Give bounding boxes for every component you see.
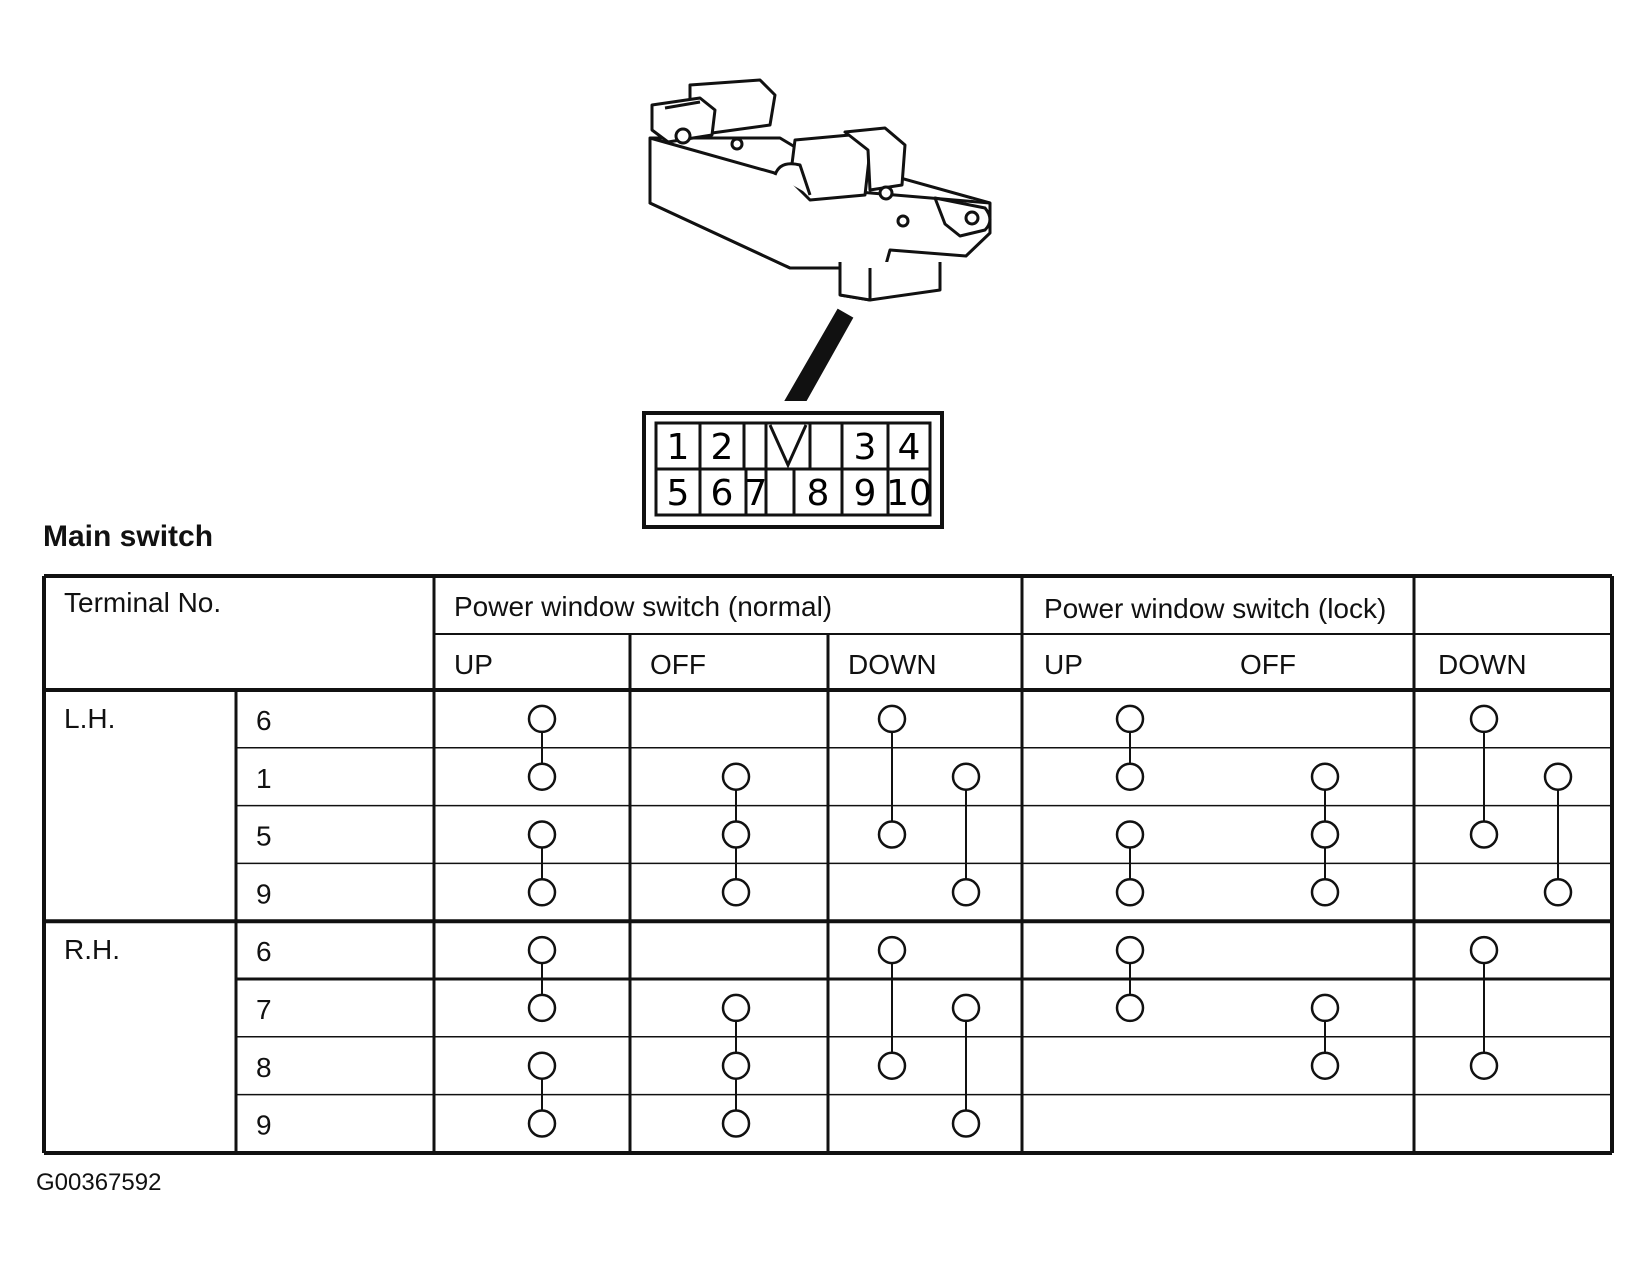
continuity-circle: [721, 993, 751, 1023]
terminal-number: 9: [256, 878, 272, 909]
terminal-number: 6: [256, 936, 272, 967]
terminal-number: 7: [256, 994, 272, 1025]
pointer-arrow: [784, 308, 854, 401]
continuity-circle: [1310, 820, 1340, 849]
section-title: Main switch: [43, 520, 214, 553]
position-header: OFF: [1240, 649, 1296, 680]
continuity-circle: [1115, 820, 1145, 849]
side-label: L.H.: [64, 703, 115, 734]
position-header: OFF: [650, 649, 706, 680]
continuity-circle: [1310, 762, 1340, 791]
continuity-circle: [877, 704, 907, 734]
pin-3: 3: [854, 427, 877, 468]
terminal-number: 1: [256, 763, 272, 794]
pin-5: 5: [667, 473, 690, 514]
pin-2: 2: [711, 427, 734, 468]
position-header: DOWN: [848, 649, 937, 680]
continuity-circle: [1115, 993, 1145, 1023]
pin-9: 9: [854, 473, 877, 514]
continuity-circle: [1115, 762, 1145, 791]
continuity-circle: [1310, 1051, 1340, 1080]
continuity-circle: [527, 1051, 557, 1080]
terminal-no-header: Terminal No.: [64, 587, 221, 618]
pin-1: 1: [667, 427, 690, 468]
continuity-circle: [951, 878, 981, 907]
continuity-circle: [721, 1051, 751, 1080]
table-labels: Terminal No. Power window switch (normal)…: [64, 587, 1527, 1141]
continuity-circle: [951, 762, 981, 791]
pin-8: 8: [807, 473, 830, 514]
pin-10: 10: [886, 473, 932, 514]
terminal-number: 9: [256, 1110, 272, 1141]
continuity-circle: [1115, 935, 1145, 965]
continuity-circle: [527, 993, 557, 1023]
continuity-circle: [1469, 820, 1499, 849]
table-grid: [42, 574, 1614, 1155]
position-header: UP: [1044, 649, 1083, 680]
continuity-circle: [1310, 878, 1340, 907]
continuity-circle: [951, 1109, 981, 1138]
continuity-circle: [1543, 762, 1573, 791]
continuity-circle: [527, 878, 557, 907]
continuity-circle: [527, 704, 557, 734]
continuity-circle: [1310, 993, 1340, 1023]
continuity-circle: [1469, 935, 1499, 965]
connector-key-notch: [768, 424, 808, 469]
continuity-circle: [527, 935, 557, 965]
side-label: R.H.: [64, 934, 120, 965]
group-header-lock: Power window switch (lock): [1044, 593, 1386, 624]
continuity-circle: [527, 762, 557, 791]
continuity-circle: [1469, 1051, 1499, 1080]
continuity-marks: [527, 704, 1573, 1138]
continuity-circle: [877, 1051, 907, 1080]
continuity-circle: [721, 820, 751, 849]
continuity-circle: [527, 1109, 557, 1138]
continuity-circle: [1543, 878, 1573, 907]
power-window-switch-illustration: [648, 78, 992, 401]
continuity-circle: [877, 820, 907, 849]
continuity-circle: [877, 935, 907, 965]
pin-4: 4: [898, 427, 921, 468]
continuity-circle: [1469, 704, 1499, 734]
group-header-normal: Power window switch (normal): [454, 591, 832, 622]
figure-id: G00367592: [36, 1169, 162, 1196]
terminal-number: 5: [256, 821, 272, 852]
pin-7: 7: [745, 473, 768, 514]
continuity-circle: [1115, 704, 1145, 734]
position-header: DOWN: [1438, 649, 1527, 680]
continuity-circle: [721, 1109, 751, 1138]
continuity-circle: [721, 762, 751, 791]
continuity-circle: [1115, 878, 1145, 907]
continuity-circle: [527, 820, 557, 849]
continuity-circle: [951, 993, 981, 1023]
position-header: UP: [454, 649, 493, 680]
terminal-number: 6: [256, 705, 272, 736]
connector-pinout: 1 2 3 4 5 6 7 8 9 10: [642, 411, 944, 529]
continuity-circle: [721, 878, 751, 907]
pin-6: 6: [711, 473, 734, 514]
terminal-number: 8: [256, 1052, 272, 1083]
